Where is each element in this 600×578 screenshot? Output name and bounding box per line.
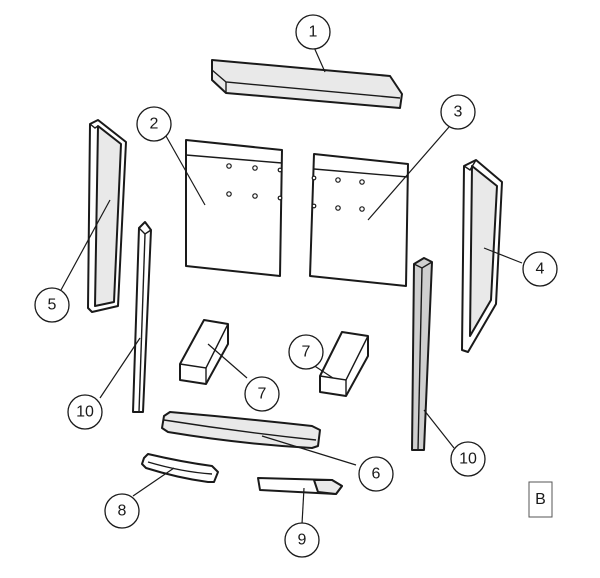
- part-7-right-brick: [319, 331, 369, 397]
- callout-4-label: 4: [536, 261, 545, 278]
- callout-2: 2: [136, 106, 172, 142]
- callout-8: 8: [104, 493, 140, 529]
- callout-5: 5: [34, 287, 70, 323]
- part-3-rear-right-panel: [309, 153, 409, 287]
- callout-8-label: 8: [118, 503, 127, 520]
- part-7-left-brick: [179, 319, 229, 385]
- callout-9-label: 9: [298, 532, 307, 549]
- callout-3: 3: [440, 94, 476, 130]
- callout-5-label: 5: [48, 297, 57, 314]
- callout-10-left-label: 10: [76, 404, 94, 421]
- callout-1: 1: [295, 14, 331, 50]
- part-6-front-brick: [161, 411, 321, 449]
- part-1-top-baffle: [211, 59, 403, 109]
- callout-10-right: 10: [450, 441, 486, 477]
- callout-9: 9: [284, 522, 320, 558]
- callout-4: 4: [522, 251, 558, 287]
- part-8-lower-left-piece: [141, 453, 219, 483]
- view-letter-box: B: [528, 481, 553, 518]
- callout-10-right-label: 10: [459, 451, 477, 468]
- part-10-left-post: [132, 221, 152, 413]
- callout-6: 6: [358, 456, 394, 492]
- callout-10-left: 10: [67, 394, 103, 430]
- callout-3-label: 3: [454, 104, 463, 121]
- callout-7-left: 7: [244, 376, 280, 412]
- callout-7-right: 7: [288, 334, 324, 370]
- view-letter-label: B: [535, 491, 546, 508]
- callout-1-label: 1: [309, 24, 318, 41]
- callout-7-left-label: 7: [258, 386, 267, 403]
- callout-7-right-label: 7: [302, 344, 311, 361]
- part-5-left-side-panel: [87, 119, 127, 313]
- leader-lines: [60, 44, 523, 525]
- part-2-rear-left-panel: [185, 139, 283, 277]
- callout-6-label: 6: [372, 466, 381, 483]
- part-9-lower-right-piece: [257, 477, 343, 495]
- part-10-right-post: [411, 257, 433, 451]
- part-4-right-side-panel: [461, 159, 503, 353]
- callout-2-label: 2: [150, 116, 159, 133]
